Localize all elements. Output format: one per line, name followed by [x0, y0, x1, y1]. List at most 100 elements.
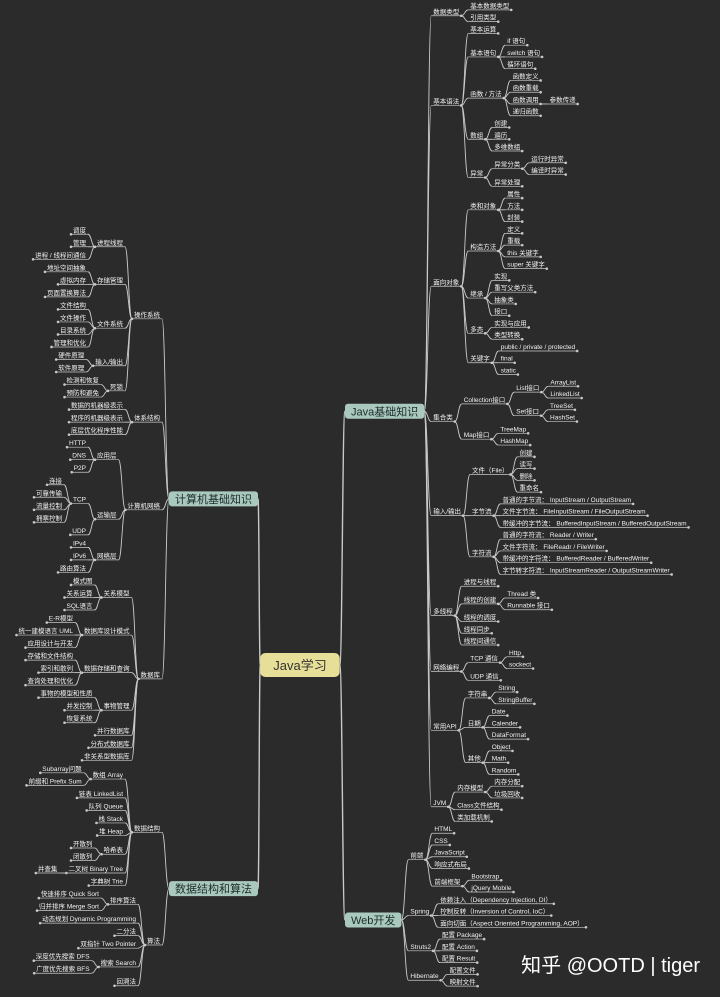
node-dot — [490, 437, 493, 441]
node-label: 可靠传输 — [36, 488, 63, 497]
node-topic-node: 多线程 — [431, 607, 457, 617]
connector-line — [507, 403, 515, 417]
node-topic-node: 基本语句 — [468, 48, 500, 59]
node-dot — [465, 855, 469, 859]
node-topic-node: 关系模型 — [100, 588, 132, 599]
connector-line — [454, 615, 463, 646]
watermark-text: 知乎 @OOTD | tiger — [521, 954, 700, 977]
connector-layer — [59, 9, 549, 987]
node-topic-node: 数据库设计模式 — [80, 626, 132, 637]
node-dot — [475, 949, 479, 953]
connector-line — [83, 778, 91, 786]
node-topic-file: 文件（File） — [470, 465, 512, 476]
connector-line — [87, 233, 96, 248]
connector-line — [499, 656, 508, 664]
node-label: P2P — [74, 465, 86, 472]
node-topic-node: 异常 — [468, 168, 487, 179]
node-label: 异常分类 — [494, 160, 521, 169]
node-dot — [67, 420, 71, 424]
node-topic-hashmap: HashMap — [498, 438, 532, 447]
node-topic-node: 读写 — [517, 460, 536, 470]
node-topic-node: 函数 / 方法 — [468, 89, 505, 100]
node-dot — [539, 114, 542, 118]
node-dot — [476, 973, 479, 976]
node-dot — [54, 370, 58, 374]
node-dot — [467, 867, 471, 870]
node-label: Subarray问题 — [42, 765, 82, 773]
node-topic-switch: switch 语句 — [505, 48, 544, 59]
node-dot — [65, 445, 69, 449]
node-label: 重命名 — [520, 483, 540, 492]
node-label: 基本运算 — [470, 24, 497, 33]
node-dot — [67, 433, 71, 436]
node-label: 文件（File） — [472, 465, 508, 474]
node-label: 日期 — [468, 719, 482, 727]
node-dot — [56, 320, 60, 324]
node-topic-node: 管理 — [69, 238, 89, 249]
node-topic-if: if 语句 — [505, 36, 529, 47]
node-label: DNS — [72, 453, 86, 460]
node-dot — [496, 249, 500, 253]
node-dot — [63, 596, 66, 599]
node-topic-tcp: TCP — [69, 497, 89, 505]
node-topic-node: 事物的模型和性质 — [37, 689, 95, 699]
node-topic-dynamic-programming: 动态规划 Dynamic Programming — [38, 914, 139, 925]
node-label: 数组 — [470, 130, 484, 139]
node-label: 调度 — [73, 225, 87, 234]
node-label: 响应式布局 — [434, 860, 467, 869]
node-dot — [93, 517, 97, 521]
node-label: TreeSet — [550, 403, 573, 410]
node-dot — [499, 878, 503, 882]
node-label: 集合类 — [433, 413, 453, 422]
node-label: TreeMap — [500, 426, 526, 433]
node-label: 创建 — [494, 119, 508, 128]
node-dot — [80, 758, 84, 762]
node-topic-sockect: sockect — [507, 662, 535, 670]
node-dot — [69, 546, 73, 549]
node-dot — [575, 349, 579, 353]
node-dot — [95, 834, 99, 837]
node-dot — [631, 502, 635, 506]
node-dot — [476, 984, 479, 988]
node-label: Collection接口 — [464, 395, 506, 404]
node-label: 前端框架 — [434, 877, 461, 886]
node-dot — [459, 14, 463, 18]
node-dot — [50, 345, 53, 349]
node-dot — [93, 458, 97, 462]
node-topic-node: 计算机网络 — [124, 501, 163, 512]
connector-line — [339, 410, 346, 666]
node-label: HTTP — [69, 440, 86, 447]
node-label: 字典树 Trie — [91, 877, 124, 886]
connector-line — [460, 285, 469, 364]
node-dot — [496, 584, 500, 588]
connector-line — [423, 285, 432, 412]
branch-label: 计算机基础知识 — [175, 492, 252, 506]
node-dot — [68, 458, 72, 462]
node-topic-node: 数据类型 — [431, 7, 463, 18]
node-dot — [496, 620, 500, 623]
node-dot — [70, 470, 74, 474]
node-label: 运行时异常 — [531, 154, 564, 163]
node-dot — [496, 643, 500, 647]
node-topic-node: 删除 — [517, 471, 536, 482]
node-topic-node: 定义 — [505, 224, 524, 235]
node-dot — [461, 514, 465, 517]
node-topic-node: 集合类 — [431, 413, 457, 423]
connector-line — [124, 246, 133, 320]
node-label: 文件结构 — [60, 300, 87, 309]
node-dot — [496, 208, 500, 212]
connector-line — [137, 944, 146, 987]
node-label: 函数调用 — [513, 95, 539, 104]
connector-line — [94, 853, 102, 861]
node-label: 地址空间抽象 — [47, 263, 87, 272]
node-label: 存储和文件结构 — [28, 651, 74, 660]
node-label: 路由算法 — [60, 563, 87, 572]
node-topic-node: 字节流 — [470, 507, 495, 517]
node-label: JVM — [433, 800, 446, 807]
node-label: 管理和优化 — [54, 338, 87, 347]
node-label: 检测和恢复 — [67, 376, 100, 385]
connector-line — [458, 729, 467, 764]
node-label: 文件操作 — [60, 313, 87, 322]
connector-line — [87, 518, 96, 536]
node-dot — [34, 871, 38, 875]
